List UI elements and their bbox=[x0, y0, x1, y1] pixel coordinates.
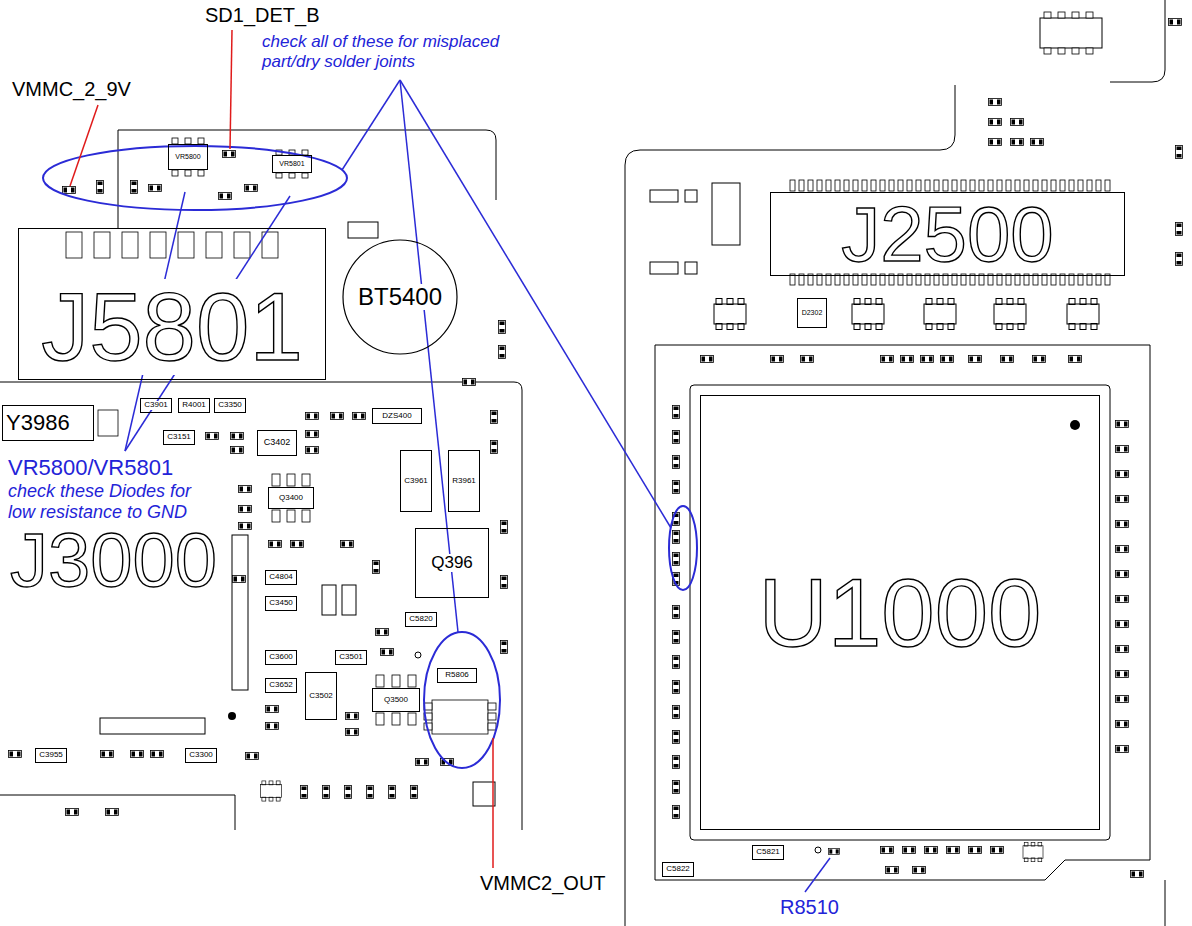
part-label: VR5801 bbox=[278, 160, 305, 168]
part-name: R8510 bbox=[780, 896, 839, 920]
part-box: C3402 bbox=[257, 430, 297, 456]
part-label: D2302 bbox=[801, 309, 824, 317]
signal-name: VMMC2_OUT bbox=[480, 872, 606, 896]
connector-name: J3000 bbox=[10, 522, 217, 598]
part-label: C3151 bbox=[166, 433, 192, 442]
part-label: Q3500 bbox=[383, 696, 409, 705]
signal-name: SD1_DET_B bbox=[205, 4, 320, 28]
part-box: R3961 bbox=[448, 450, 480, 512]
part-title: J5801 bbox=[40, 279, 304, 375]
part-box: D2302 bbox=[797, 298, 827, 328]
part-label: VR5800 bbox=[174, 153, 201, 161]
part-box: C3501 bbox=[335, 650, 367, 665]
part-box: VR5800 bbox=[168, 144, 208, 170]
leader-line bbox=[70, 30, 493, 868]
battery-circle: BT5400 bbox=[342, 239, 458, 355]
part-label: C3901 bbox=[143, 401, 169, 410]
part-label: C3961 bbox=[403, 477, 429, 486]
part-label: C5820 bbox=[408, 615, 434, 624]
part-label: C3402 bbox=[263, 438, 292, 448]
part-label: C3502 bbox=[308, 692, 334, 701]
part-label: C3955 bbox=[38, 751, 64, 760]
part-box: C3901 bbox=[140, 398, 172, 413]
part-label: Q3400 bbox=[278, 494, 304, 503]
part-box: Q3500 bbox=[372, 688, 420, 712]
part-box: C3350 bbox=[214, 398, 246, 413]
part-box: VR5801 bbox=[272, 155, 312, 173]
part-label: C3450 bbox=[268, 599, 294, 608]
part-box: C3300 bbox=[185, 748, 217, 763]
small-parts bbox=[9, 19, 1183, 878]
part-box: C5822 bbox=[662, 862, 694, 877]
marks bbox=[228, 420, 1080, 853]
note: check these Diodes for low resistance to… bbox=[8, 481, 223, 523]
part-box: C3450 bbox=[265, 596, 297, 611]
part-label: C3300 bbox=[188, 751, 214, 760]
part-box: Q396 bbox=[415, 528, 489, 598]
part-box: C3151 bbox=[163, 430, 195, 445]
part-box: C3961 bbox=[400, 450, 432, 512]
part-box: C3652 bbox=[265, 678, 297, 693]
part-label: R3961 bbox=[451, 477, 477, 486]
part-label: BT5400 bbox=[357, 284, 443, 310]
chip-box: U1000 bbox=[700, 395, 1100, 830]
part-box: C3955 bbox=[35, 748, 67, 763]
part-label: C4804 bbox=[268, 573, 294, 582]
part-label: C3501 bbox=[338, 653, 364, 662]
part-box: C5820 bbox=[405, 612, 437, 627]
part-name: VR5800/VR5801 bbox=[8, 455, 173, 481]
connector-box: J5801 bbox=[18, 228, 326, 380]
part-label: C3652 bbox=[268, 681, 294, 690]
part-label: C5822 bbox=[665, 865, 691, 874]
signal-name: VMMC_2_9V bbox=[12, 78, 131, 102]
part-box: C3502 bbox=[305, 672, 337, 720]
part-label: DZS400 bbox=[381, 412, 412, 421]
board-outline bbox=[0, 0, 1165, 926]
part-label: C5821 bbox=[755, 848, 781, 857]
note: check all of these for misplaced part/dr… bbox=[262, 32, 527, 72]
part-box: DZS400 bbox=[372, 408, 422, 424]
leader-line bbox=[125, 80, 830, 892]
part-label: C3600 bbox=[268, 653, 294, 662]
part-title: U1000 bbox=[758, 565, 1043, 661]
part-box: C3600 bbox=[265, 650, 297, 665]
part-label: R5806 bbox=[444, 671, 470, 680]
part-title: J2500 bbox=[840, 195, 1055, 273]
part-label: Q396 bbox=[430, 554, 474, 573]
part-box: Q3400 bbox=[268, 487, 314, 509]
part-box: R5806 bbox=[437, 668, 477, 683]
part-label: Y3986 bbox=[5, 411, 71, 435]
part-label: R4001 bbox=[181, 401, 207, 410]
part-box: C5821 bbox=[752, 845, 784, 860]
part-box: R4001 bbox=[178, 398, 210, 413]
part-box: C4804 bbox=[265, 570, 297, 585]
part-box: Y3986 bbox=[2, 405, 94, 441]
part-label: C3350 bbox=[217, 401, 243, 410]
battery-circle-line bbox=[343, 240, 457, 354]
connector-box: J2500 bbox=[770, 192, 1125, 276]
